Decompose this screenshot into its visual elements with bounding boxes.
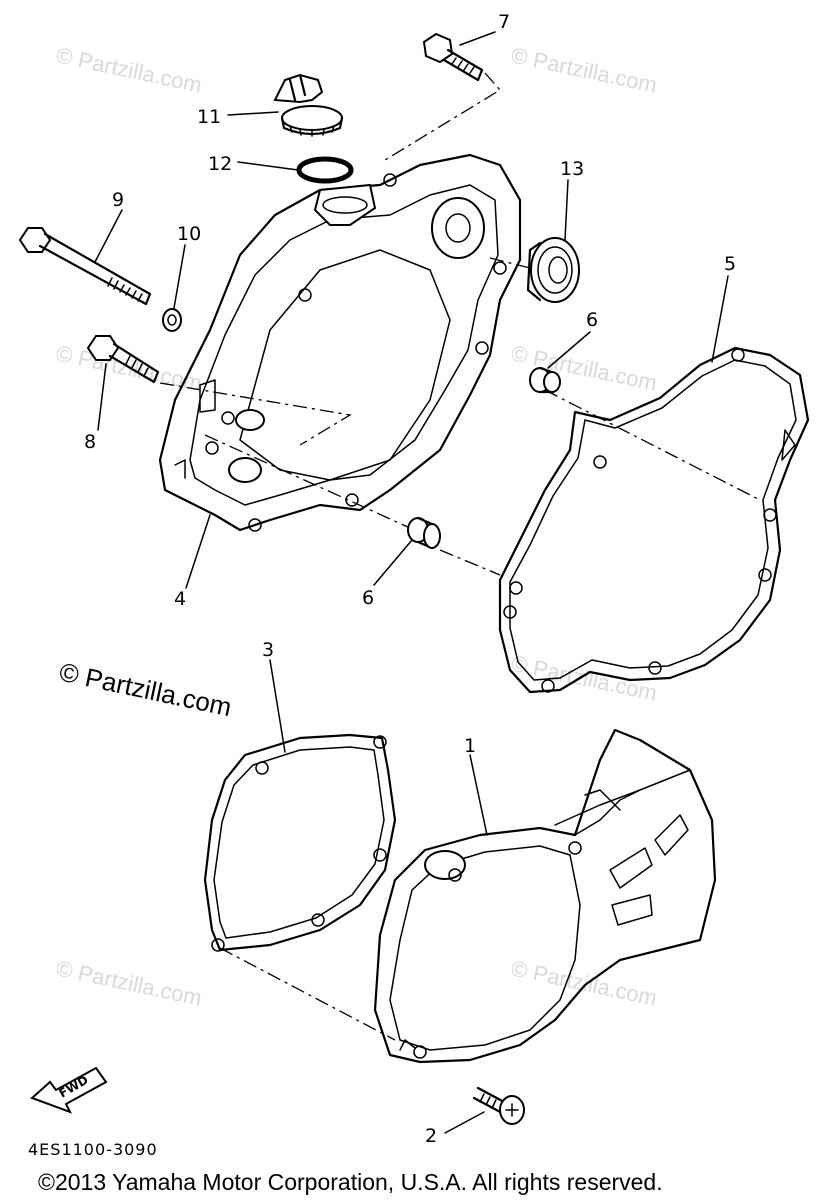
dowel-pin-6b	[407, 516, 441, 550]
callout-7: 7	[498, 11, 510, 33]
outer-cover-1	[373, 728, 717, 1064]
o-ring-12	[296, 156, 354, 184]
main-watermark: © Partzilla.com	[57, 657, 235, 723]
watermark: © Partzilla.com	[54, 955, 204, 1010]
alignment-lines	[159, 72, 761, 1041]
watermark: © Partzilla.com	[509, 42, 659, 97]
callout-4: 4	[174, 588, 186, 610]
copyright-notice: ©2013 Yamaha Motor Corporation, U.S.A. A…	[38, 1169, 663, 1195]
callout-6a: 6	[586, 309, 598, 331]
gasket-5	[498, 346, 810, 694]
callout-5: 5	[724, 253, 736, 275]
oil-seal-13	[526, 237, 580, 303]
washer-10	[162, 308, 182, 332]
callouts: 7 11 12 13 9 10 5 6 8 4 6 3 1 2	[84, 11, 736, 1147]
bolt-8	[86, 335, 160, 384]
callout-1: 1	[464, 735, 476, 757]
callout-9: 9	[112, 189, 124, 211]
fwd-arrow-icon: FWD	[30, 1066, 108, 1114]
oil-cap-11	[273, 73, 344, 137]
callout-13: 13	[560, 158, 584, 180]
gasket-3	[203, 733, 397, 952]
screw-2	[472, 1086, 525, 1125]
callout-3: 3	[262, 639, 274, 661]
bolt-9	[18, 227, 152, 306]
callout-11: 11	[197, 106, 221, 128]
diagram-code: 4ES1100-3090	[28, 1140, 158, 1159]
leader-lines	[94, 31, 729, 1134]
dowel-pin-6a	[529, 366, 561, 394]
watermark: © Partzilla.com	[509, 955, 659, 1010]
callout-12: 12	[208, 153, 232, 175]
callout-10: 10	[177, 223, 201, 245]
callout-6b: 6	[362, 587, 374, 609]
callout-8: 8	[84, 431, 96, 453]
callout-2: 2	[425, 1125, 437, 1147]
bolt-7	[422, 32, 484, 82]
watermark: © Partzilla.com	[54, 42, 204, 97]
crankcase-cover-4	[158, 153, 522, 532]
